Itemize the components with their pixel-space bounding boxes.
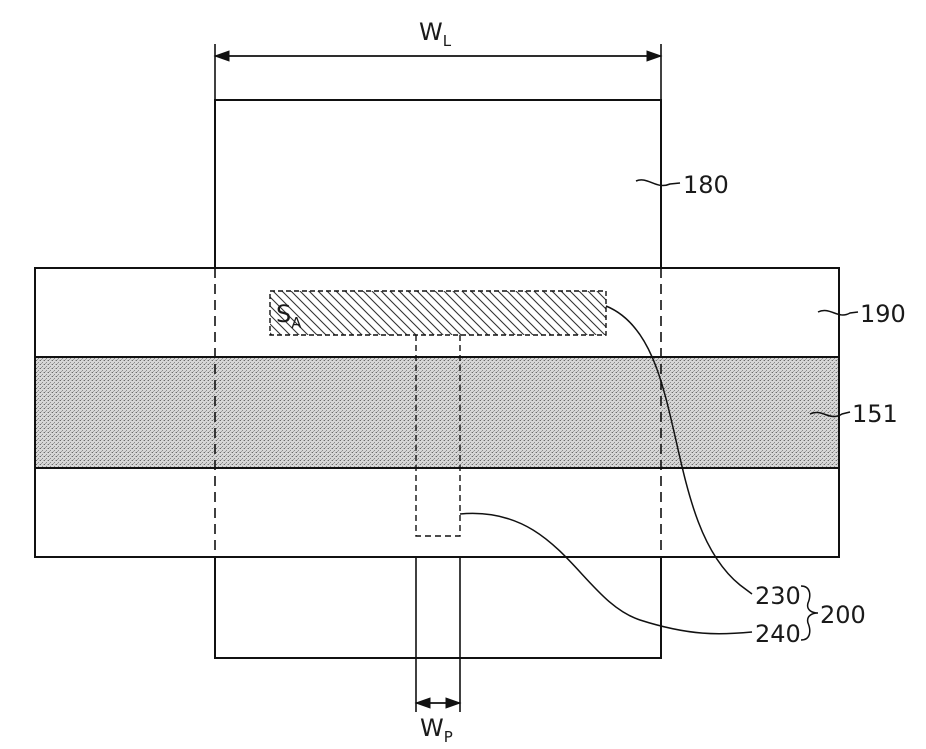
ref-240: 240 [755,620,801,648]
ref-151: 151 [852,400,898,428]
brace-200 [801,586,818,640]
wp-label: WP [420,714,453,746]
layer-151 [35,357,839,468]
hatched-region-sa [270,291,606,335]
ref-180: 180 [683,171,729,199]
wl-label: WL [419,18,452,50]
ref-230: 230 [755,582,801,610]
ref-200: 200 [820,601,866,629]
ref-190: 190 [860,300,906,328]
